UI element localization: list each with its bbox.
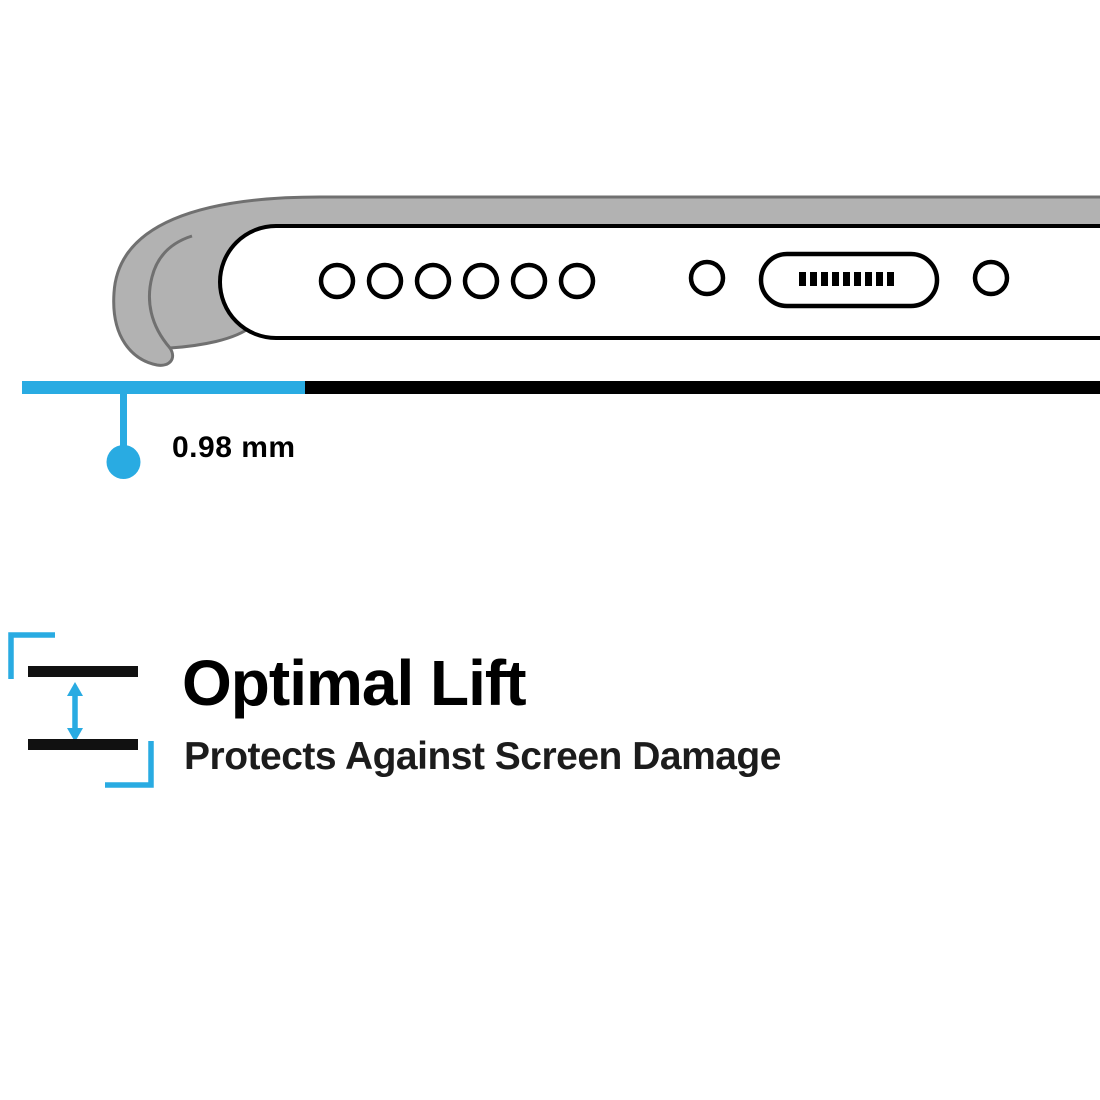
top-surface-bar xyxy=(28,666,138,677)
speaker-hole xyxy=(510,262,548,300)
port-pin xyxy=(799,272,806,286)
port-pin xyxy=(865,272,872,286)
bottom-surface-bar xyxy=(28,739,138,750)
corner-bracket-bottom-right-icon xyxy=(105,741,154,788)
speaker-hole xyxy=(414,262,452,300)
phone-bottom-edge-illustration xyxy=(22,195,1100,479)
arrow-head-down xyxy=(67,728,83,742)
feature-title: Optimal Lift xyxy=(182,647,527,719)
lift-gap-icon xyxy=(8,632,154,788)
screw-hole-left xyxy=(688,259,726,297)
speaker-hole xyxy=(366,262,404,300)
arrow-head-up xyxy=(67,682,83,696)
port-pin xyxy=(810,272,817,286)
port-pin xyxy=(832,272,839,286)
corner-bracket-top-left-icon xyxy=(8,632,55,679)
port-pin xyxy=(843,272,850,286)
case-lip-level-line xyxy=(22,381,305,394)
feature-subtitle: Protects Against Screen Damage xyxy=(184,735,781,778)
port-pin xyxy=(821,272,828,286)
lift-measurement-value: 0.98 mm xyxy=(172,431,296,464)
screen-level-line xyxy=(305,381,1100,394)
vertical-gap-arrow-icon xyxy=(67,682,83,742)
speaker-hole xyxy=(318,262,356,300)
charging-port-icon xyxy=(758,251,940,309)
screw-hole-right xyxy=(972,259,1010,297)
port-pin xyxy=(854,272,861,286)
lift-measurement-line xyxy=(22,381,1100,479)
speaker-hole xyxy=(462,262,500,300)
speaker-holes xyxy=(318,262,596,300)
case-inner-wall-line xyxy=(148,234,193,349)
port-pin xyxy=(887,272,894,286)
port-pin xyxy=(876,272,883,286)
measure-pointer-dot xyxy=(106,445,141,479)
speaker-hole xyxy=(558,262,596,300)
measure-pointer-line xyxy=(120,394,127,447)
